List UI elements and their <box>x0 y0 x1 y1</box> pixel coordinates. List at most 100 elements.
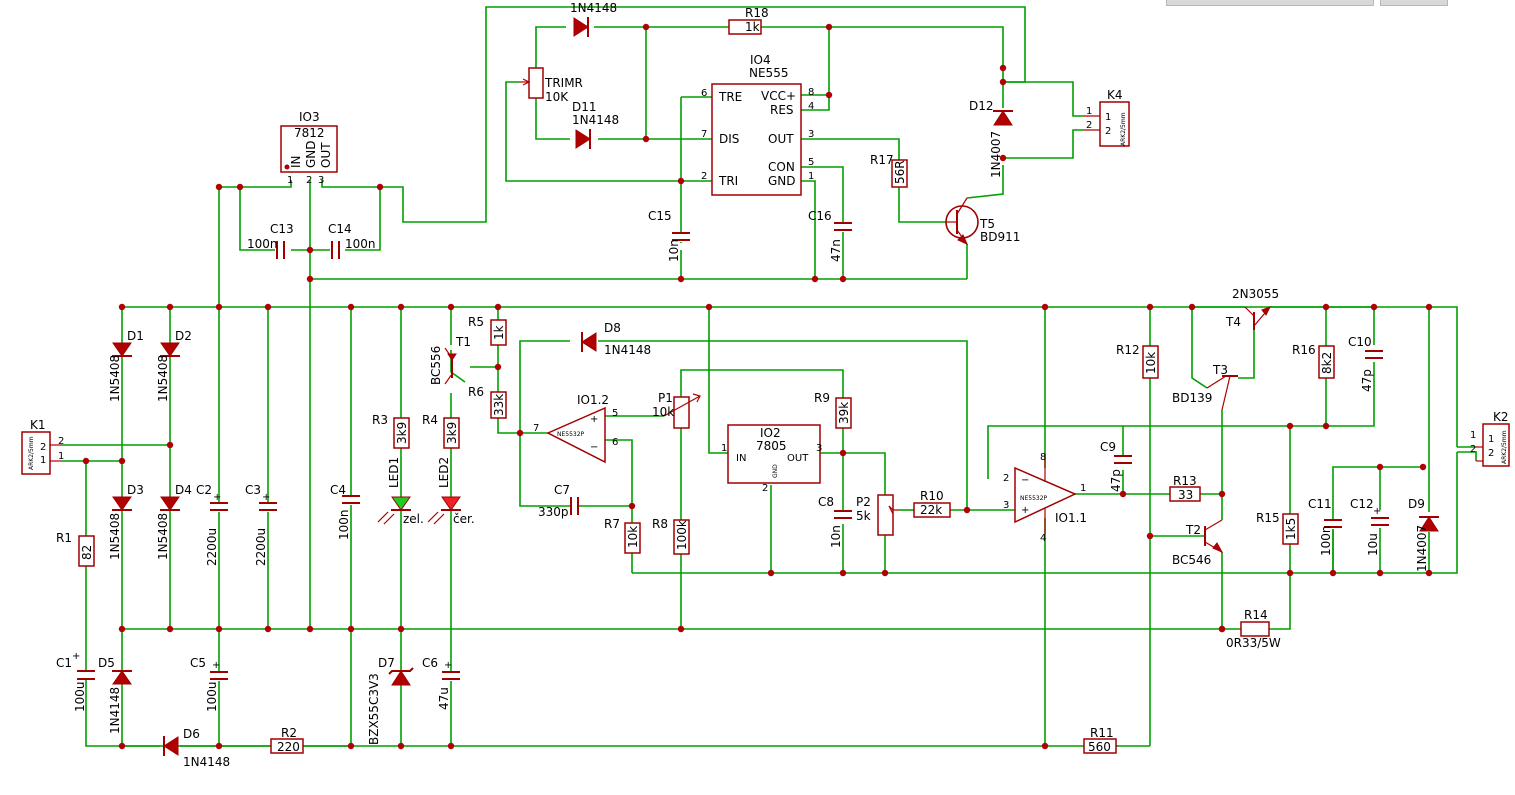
svg-text:1N4148: 1N4148 <box>572 113 619 127</box>
svg-text:+: + <box>213 492 221 503</box>
svg-text:+: + <box>262 492 270 503</box>
capacitor-C6: C6 + 47u <box>422 656 460 710</box>
svg-text:1: 1 <box>1470 430 1476 441</box>
svg-text:2N3055: 2N3055 <box>1232 287 1279 301</box>
opamp-IO1.2: + − NE5532P IO1.2 5 6 7 <box>533 393 618 464</box>
svg-text:T2: T2 <box>1185 523 1201 537</box>
svg-text:C16: C16 <box>808 209 832 223</box>
junctions <box>82 23 1433 750</box>
connector-K4: ARK2/5mm 1 2 1 2 K4 <box>1083 88 1130 147</box>
capacitor-C3: C3 + 2200u <box>245 483 277 566</box>
svg-text:čer.: čer. <box>453 512 475 526</box>
svg-text:47n: 47n <box>829 239 843 262</box>
resistor-R13: R13 33 <box>1169 474 1201 502</box>
resistor-R7: R7 10k <box>604 517 641 554</box>
svg-text:2: 2 <box>1470 444 1476 455</box>
svg-text:DIS: DIS <box>719 132 739 146</box>
svg-text:ARK2/5mm: ARK2/5mm <box>1501 430 1508 464</box>
svg-text:1: 1 <box>58 451 64 462</box>
svg-text:R16: R16 <box>1292 343 1316 357</box>
svg-text:10n: 10n <box>667 239 681 262</box>
svg-text:R11: R11 <box>1090 726 1114 740</box>
svg-text:1N4148: 1N4148 <box>183 755 230 769</box>
svg-text:100u: 100u <box>73 681 87 712</box>
svg-text:C9: C9 <box>1100 440 1116 454</box>
capacitor-C2: C2 + 2200u <box>196 483 228 566</box>
svg-text:C4: C4 <box>330 483 346 497</box>
zener-D7: D7 BZX55C3V3 <box>367 656 414 745</box>
svg-text:7805: 7805 <box>756 439 787 453</box>
svg-text:IN: IN <box>736 453 746 464</box>
svg-text:3k9: 3k9 <box>395 422 409 444</box>
svg-text:10n: 10n <box>829 525 843 548</box>
svg-text:VCC+: VCC+ <box>761 89 796 103</box>
svg-text:1N4148: 1N4148 <box>108 687 122 734</box>
diode-D1: D1 1N5408 <box>108 329 144 402</box>
svg-text:3: 3 <box>1003 500 1009 511</box>
svg-text:10K: 10K <box>545 90 569 104</box>
svg-text:R1: R1 <box>56 531 72 545</box>
svg-text:330p: 330p <box>538 505 569 519</box>
svg-text:C13: C13 <box>270 222 294 236</box>
svg-text:T1: T1 <box>455 335 471 349</box>
resistor-R1: R1 82 <box>56 531 95 567</box>
svg-text:IO3: IO3 <box>299 110 320 124</box>
svg-text:10k: 10k <box>652 405 674 419</box>
svg-text:33k: 33k <box>492 394 506 416</box>
svg-text:C1: C1 <box>56 656 72 670</box>
svg-text:GND: GND <box>768 174 796 188</box>
svg-text:C8: C8 <box>818 495 834 509</box>
svg-text:4: 4 <box>808 101 814 112</box>
capacitor-C5: C5 + 100u <box>190 656 228 712</box>
resistor-R2: R2 220 <box>270 726 304 754</box>
svg-text:56R: 56R <box>893 160 907 184</box>
svg-text:1k5: 1k5 <box>1284 518 1298 540</box>
svg-text:T3: T3 <box>1212 363 1228 377</box>
svg-text:IO1.1: IO1.1 <box>1055 511 1087 525</box>
svg-text:T4: T4 <box>1225 315 1241 329</box>
svg-text:R2: R2 <box>281 726 297 740</box>
timer-IO4: IO4 NE555 TRE DIS TRI VCC+ RES OUT CON G… <box>701 53 814 196</box>
svg-text:1N4148: 1N4148 <box>604 343 651 357</box>
svg-text:3: 3 <box>816 443 822 454</box>
capacitor-C4: C4 100n <box>330 483 360 540</box>
svg-text:8: 8 <box>808 87 814 98</box>
svg-text:D5: D5 <box>98 656 115 670</box>
resistor-R8: R8 100k <box>652 517 690 555</box>
led-LED2: LED2 čer. <box>427 457 475 526</box>
svg-text:1k: 1k <box>745 20 760 34</box>
connector-K1: ARK2/5mm 2 1 2 1 K1 <box>21 418 64 475</box>
svg-text:R12: R12 <box>1116 343 1140 357</box>
trimmer-TRIMR: TRIMR 10K <box>520 67 583 104</box>
svg-text:5: 5 <box>808 157 814 168</box>
svg-text:OUT: OUT <box>319 142 333 168</box>
svg-text:22k: 22k <box>920 503 942 517</box>
svg-text:BC556: BC556 <box>429 346 443 385</box>
connector-K2: ARK2/5mm 1 2 1 2 K2 <box>1470 410 1510 467</box>
led-LED1: LED1 zel. <box>377 457 424 526</box>
svg-text:6: 6 <box>612 437 618 448</box>
svg-text:D4: D4 <box>175 483 192 497</box>
svg-text:P1: P1 <box>658 391 673 405</box>
svg-text:+: + <box>590 414 598 425</box>
diode-D9: D9 1N4007 <box>1408 497 1439 572</box>
svg-text:1N4007: 1N4007 <box>989 131 1003 178</box>
svg-text:100u: 100u <box>205 681 219 712</box>
svg-text:47p: 47p <box>1109 469 1123 492</box>
resistor-R17: R17 56R <box>870 153 908 188</box>
svg-text:R10: R10 <box>920 489 944 503</box>
resistor-R10: R10 22k <box>913 489 951 518</box>
resistor-R5: R5 1k <box>468 315 507 346</box>
svg-text:10k: 10k <box>626 526 640 548</box>
svg-text:K1: K1 <box>30 418 46 432</box>
svg-text:33: 33 <box>1178 488 1193 502</box>
svg-text:C3: C3 <box>245 483 261 497</box>
svg-text:R9: R9 <box>814 391 830 405</box>
svg-text:7: 7 <box>533 423 539 434</box>
svg-text:1N5408: 1N5408 <box>108 513 122 560</box>
svg-text:100n: 100n <box>247 237 278 251</box>
svg-text:ARK2/5mm: ARK2/5mm <box>28 436 35 470</box>
resistor-R9: R9 39k <box>814 391 852 429</box>
svg-text:C2: C2 <box>196 483 212 497</box>
